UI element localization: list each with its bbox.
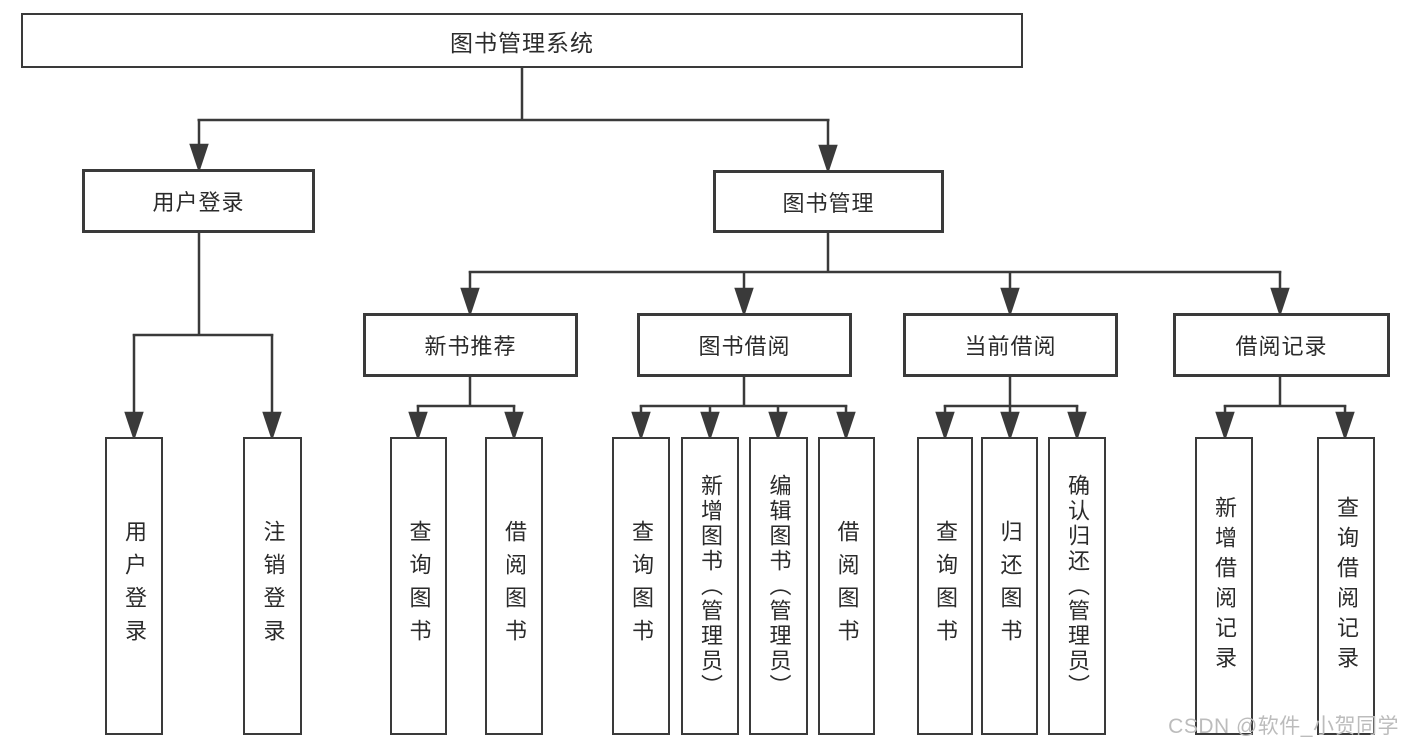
arrow-down-icon bbox=[631, 411, 651, 441]
arrow-down-icon bbox=[768, 411, 788, 441]
node-label: 查询图书 bbox=[933, 520, 958, 652]
node-label: 图书管理 bbox=[782, 190, 875, 216]
leaf-bb-borrow-book: 借阅图书 bbox=[818, 437, 875, 735]
arrow-down-icon bbox=[836, 411, 856, 441]
arrow-down-icon bbox=[504, 411, 524, 441]
node-new-book-recommend: 新书推荐 bbox=[363, 313, 578, 377]
arrow-down-icon bbox=[1335, 411, 1355, 441]
node-label: 新书推荐 bbox=[424, 334, 517, 359]
leaf-br-add-record: 新增借阅记录 bbox=[1195, 437, 1253, 735]
arrow-down-icon bbox=[935, 411, 955, 441]
node-label: 查询借阅记录 bbox=[1334, 496, 1359, 676]
leaf-bb-edit-book-admin: 编辑图书（管理员） bbox=[749, 437, 808, 735]
node-label: 当前借阅 bbox=[964, 334, 1057, 359]
arrow-down-icon bbox=[818, 144, 838, 174]
leaf-cb-confirm-return-admin: 确认归还（管理员） bbox=[1048, 437, 1106, 735]
leaf-user-login: 用户登录 bbox=[105, 437, 163, 735]
node-user-login: 用户登录 bbox=[82, 169, 315, 233]
node-label: 图书管理系统 bbox=[450, 29, 594, 56]
node-book-borrow: 图书借阅 bbox=[637, 313, 852, 377]
arrow-down-icon bbox=[1000, 287, 1020, 317]
node-root-system: 图书管理系统 bbox=[21, 13, 1023, 68]
node-current-borrow: 当前借阅 bbox=[903, 313, 1118, 377]
node-label: 确认归还（管理员） bbox=[1065, 473, 1090, 699]
node-label: 编辑图书（管理员） bbox=[766, 473, 792, 699]
node-label: 查询图书 bbox=[629, 520, 654, 652]
arrow-down-icon bbox=[460, 287, 480, 317]
arrow-down-icon bbox=[734, 287, 754, 317]
node-book-management: 图书管理 bbox=[713, 170, 944, 233]
node-label: 图书借阅 bbox=[698, 334, 791, 359]
node-label: 借阅图书 bbox=[502, 520, 527, 652]
node-borrow-records: 借阅记录 bbox=[1173, 313, 1390, 377]
node-label: 新增借阅记录 bbox=[1212, 496, 1237, 676]
leaf-cb-query-book: 查询图书 bbox=[917, 437, 973, 735]
arrow-down-icon bbox=[189, 143, 209, 173]
arrow-down-icon bbox=[700, 411, 720, 441]
leaf-bb-query-book: 查询图书 bbox=[612, 437, 670, 735]
arrow-down-icon bbox=[124, 411, 144, 441]
leaf-rec-borrow-book: 借阅图书 bbox=[485, 437, 543, 735]
arrow-down-icon bbox=[1270, 287, 1290, 317]
node-label: 借阅图书 bbox=[834, 520, 860, 652]
arrow-down-icon bbox=[408, 411, 428, 441]
arrow-down-icon bbox=[1000, 411, 1020, 441]
node-label: 查询图书 bbox=[406, 520, 432, 652]
node-label: 借阅记录 bbox=[1235, 334, 1328, 359]
node-label: 注销登录 bbox=[260, 520, 286, 652]
node-label: 用户登录 bbox=[122, 520, 147, 652]
node-label: 用户登录 bbox=[152, 190, 245, 215]
arrow-down-icon bbox=[262, 411, 282, 441]
leaf-rec-query-book: 查询图书 bbox=[390, 437, 447, 735]
arrow-down-icon bbox=[1215, 411, 1235, 441]
csdn-watermark: CSDN @软件_小贺同学 bbox=[1168, 715, 1399, 738]
leaf-cb-return-book: 归还图书 bbox=[981, 437, 1038, 735]
node-label: 新增图书（管理员） bbox=[698, 473, 723, 699]
node-label: 归还图书 bbox=[997, 520, 1023, 652]
leaf-br-query-record: 查询借阅记录 bbox=[1317, 437, 1375, 735]
leaf-bb-add-book-admin: 新增图书（管理员） bbox=[681, 437, 739, 735]
leaf-logout: 注销登录 bbox=[243, 437, 302, 735]
arrow-down-icon bbox=[1067, 411, 1087, 441]
